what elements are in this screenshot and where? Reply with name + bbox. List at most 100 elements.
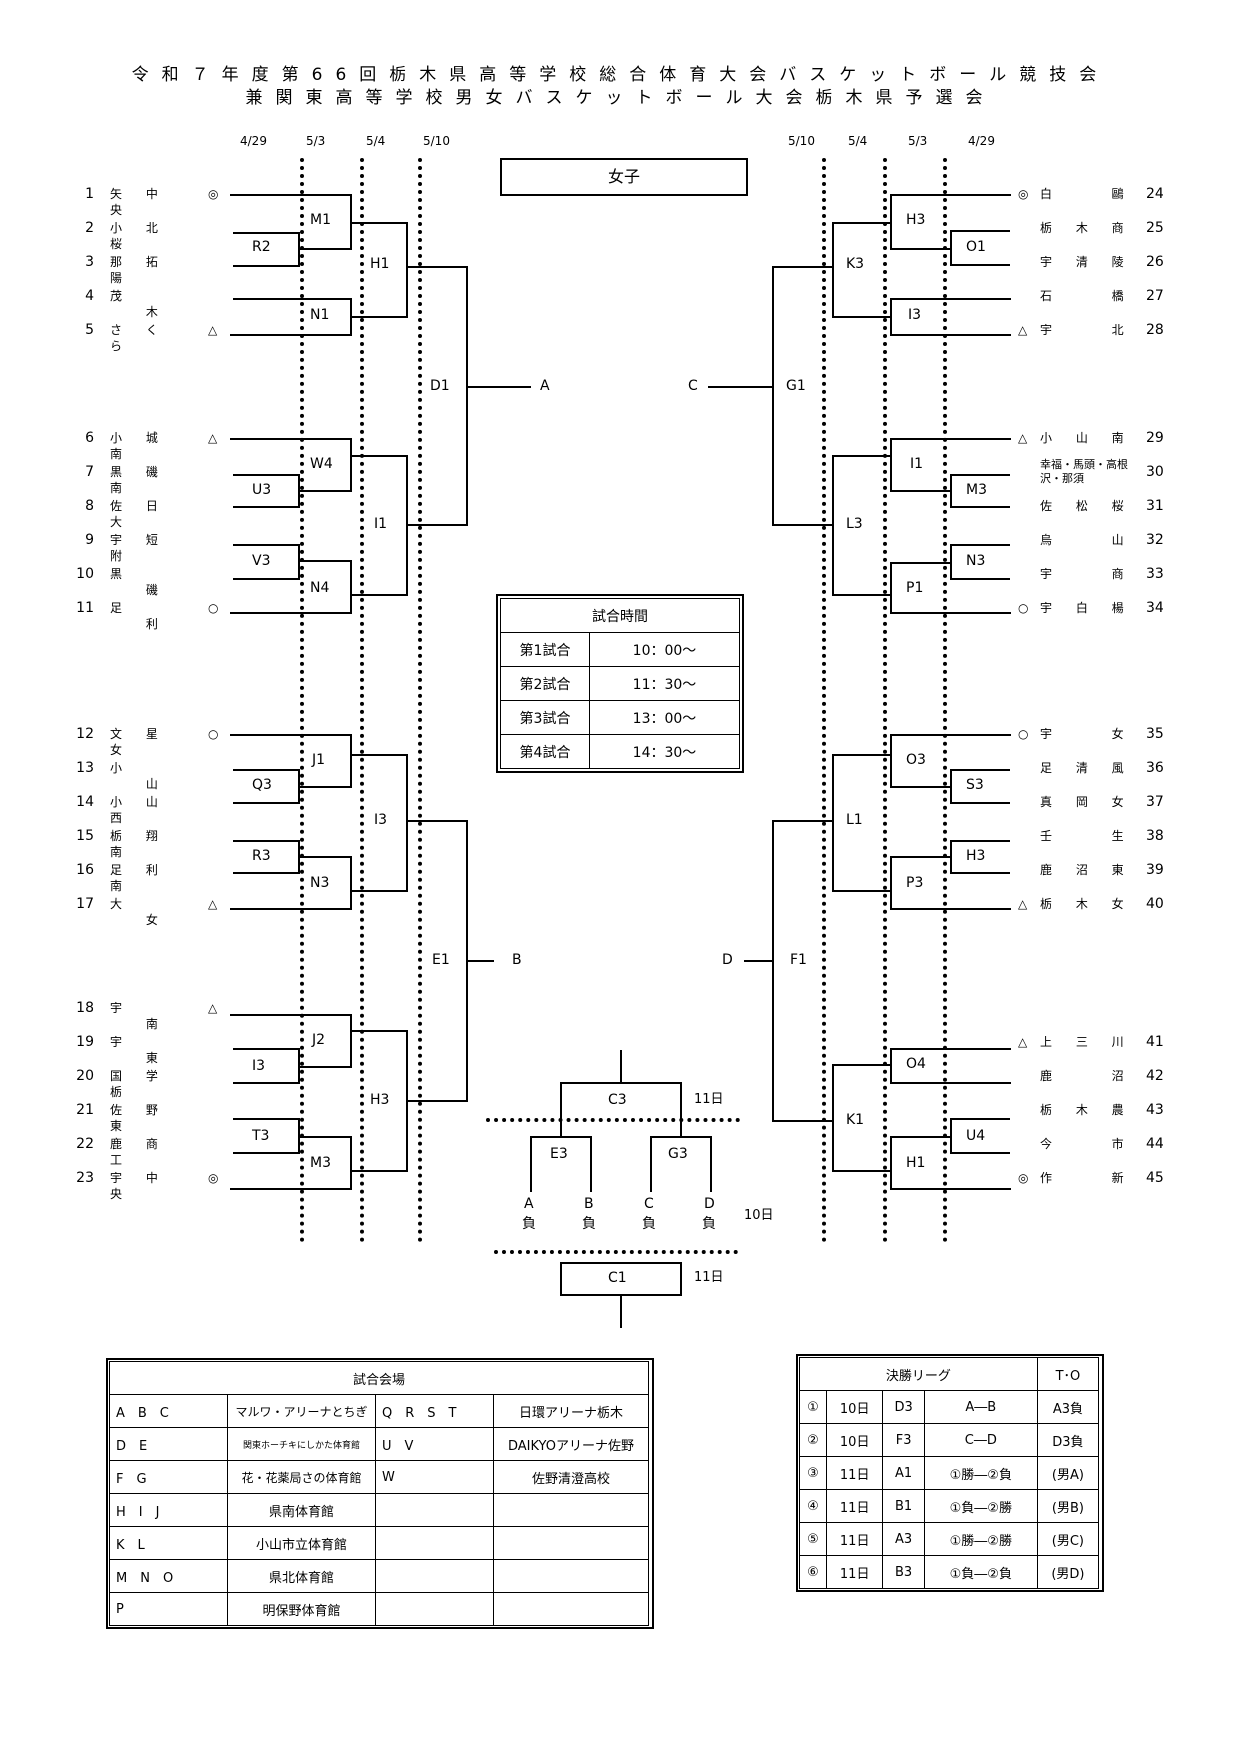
- match-label: N4: [308, 580, 332, 596]
- time-label: 第2試合: [500, 666, 590, 701]
- seed-mark: ○: [1018, 601, 1029, 615]
- team-number: 7: [85, 464, 94, 480]
- game-day: 11日: [825, 1555, 884, 1589]
- match-label: I3: [372, 812, 390, 828]
- match-label: W4: [308, 456, 335, 472]
- team-name: 壬 生: [1040, 829, 1134, 843]
- team-name: 宇 南: [110, 1001, 168, 1031]
- team-name: 烏 山: [1040, 533, 1134, 547]
- game-match: ①負―②勝: [923, 1489, 1038, 1523]
- match-label: P3: [904, 875, 926, 891]
- game-no: ②: [799, 1423, 827, 1457]
- team-number: 18: [76, 1000, 94, 1016]
- time-label: 第3試合: [500, 700, 590, 735]
- team-name: 小 山: [110, 761, 168, 791]
- match-label: B: [510, 952, 524, 968]
- match-label: O4: [904, 1056, 928, 1072]
- seed-mark: △: [1018, 323, 1028, 337]
- team-number: 5: [85, 322, 94, 338]
- team-number: 22: [76, 1136, 94, 1152]
- match-label: K1: [844, 1112, 867, 1128]
- game-code: D3: [882, 1390, 925, 1424]
- team-number: 19: [76, 1034, 94, 1050]
- team-number: 13: [76, 760, 94, 776]
- date-r2: 5/3: [908, 134, 928, 148]
- loser-label: D: [702, 1196, 717, 1212]
- date-l3: 5/4: [366, 134, 386, 148]
- round-separator: [360, 158, 364, 1243]
- team-number: 33: [1146, 566, 1164, 582]
- round-separator: [822, 158, 826, 1243]
- game-code: B1: [882, 1489, 925, 1523]
- date-l2: 5/3: [306, 134, 326, 148]
- match-label: C: [686, 378, 700, 394]
- seed-mark: △: [208, 897, 218, 911]
- team-number: 44: [1146, 1136, 1164, 1152]
- team-name: 宇 短 附: [110, 533, 168, 563]
- loser-label: B: [582, 1196, 596, 1212]
- game-to: (男B): [1036, 1489, 1100, 1523]
- match-label: F1: [788, 952, 809, 968]
- team-number: 25: [1146, 220, 1164, 236]
- team-name: 矢 中 央: [110, 187, 168, 217]
- match-label: O3: [904, 752, 928, 768]
- seed-mark: △: [1018, 897, 1028, 911]
- team-number: 29: [1146, 430, 1164, 446]
- match-label: V3: [250, 553, 273, 569]
- team-number: 9: [85, 532, 94, 548]
- game-no: ①: [799, 1390, 827, 1424]
- team-name: 足 清 風: [1040, 761, 1134, 775]
- match-label: N3: [308, 875, 332, 891]
- loser-label: 負: [520, 1216, 538, 1232]
- team-number: 16: [76, 862, 94, 878]
- section-box: 女子: [500, 158, 748, 196]
- team-name: 宇 北: [1040, 323, 1134, 337]
- match-label: K3: [844, 256, 867, 272]
- date-l4: 5/10: [423, 134, 450, 148]
- venue-name: 日環アリーナ栃木: [493, 1394, 649, 1428]
- match-label: H3: [368, 1092, 392, 1108]
- team-number: 26: [1146, 254, 1164, 270]
- game-match: A―B: [923, 1390, 1038, 1424]
- team-number: 28: [1146, 322, 1164, 338]
- team-name: 国 学 栃: [110, 1069, 168, 1099]
- venue-name: 県南体育館: [227, 1493, 376, 1527]
- date-r1: 4/29: [968, 134, 995, 148]
- match-label: I1: [908, 456, 926, 472]
- team-number: 34: [1146, 600, 1164, 616]
- team-name: 上 三 川: [1040, 1035, 1134, 1049]
- team-name: 宇 清 陵: [1040, 255, 1134, 269]
- match-label: O1: [964, 239, 988, 255]
- venues-title: 試合会場: [109, 1361, 649, 1395]
- seed-mark: ◎: [208, 187, 219, 201]
- game-to: (男D): [1036, 1555, 1100, 1589]
- match-label: J1: [310, 752, 328, 768]
- match-label: M1: [308, 212, 333, 228]
- loser-label: A: [522, 1196, 536, 1212]
- game-day: 10日: [825, 1390, 884, 1424]
- venue-codes: U V: [375, 1427, 494, 1461]
- venue-name: [493, 1526, 649, 1560]
- title-line1: 令和７年度第66回栃木県高等学校総合体育大会バスケットボール競技会: [131, 65, 1110, 85]
- game-to: (男A): [1036, 1456, 1100, 1490]
- match-label: M3: [308, 1155, 333, 1171]
- team-name: 佐 日 大: [110, 499, 168, 529]
- team-number: 43: [1146, 1102, 1164, 1118]
- team-name: 鹿 沼 東: [1040, 863, 1134, 877]
- team-number: 17: [76, 896, 94, 912]
- team-name: 那 拓 陽: [110, 255, 168, 285]
- team-name: 今 市: [1040, 1137, 1134, 1151]
- team-name: 作 新: [1040, 1171, 1134, 1185]
- round-separator: [943, 158, 947, 1243]
- venue-codes: W: [375, 1460, 494, 1494]
- team-number: 2: [85, 220, 94, 236]
- time-value: 10：00～: [589, 632, 740, 667]
- seed-mark: ○: [208, 727, 219, 741]
- loser-label: C: [642, 1196, 656, 1212]
- team-number: 12: [76, 726, 94, 742]
- match-label: H3: [964, 848, 988, 864]
- match-label: U4: [964, 1128, 988, 1144]
- game-code: F3: [882, 1423, 925, 1457]
- team-number: 38: [1146, 828, 1164, 844]
